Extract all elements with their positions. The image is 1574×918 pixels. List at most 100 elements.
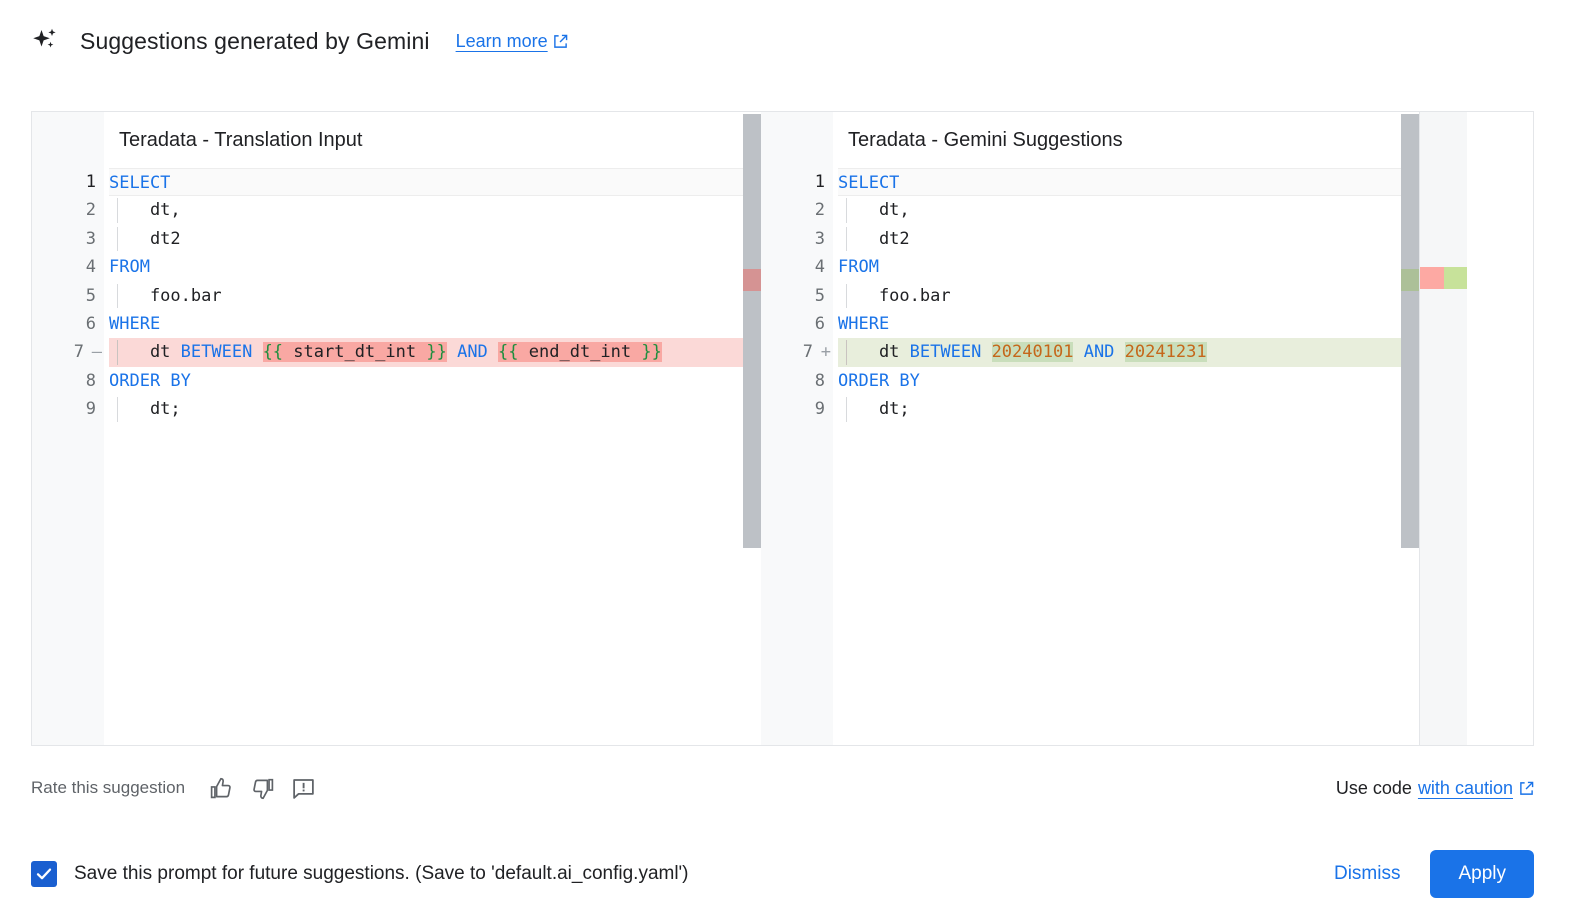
code-line: dt, [838, 196, 1467, 224]
code-token: }} [426, 342, 447, 363]
overview-marker-removed [1420, 267, 1444, 289]
code-line: foo.bar [109, 282, 761, 310]
line-number: 3 [32, 225, 104, 253]
code-token [1114, 342, 1124, 362]
line-number: 7+ [761, 338, 833, 366]
learn-more-link[interactable]: Learn more [456, 31, 568, 52]
code-line: dt2 [838, 225, 1467, 253]
sparkle-icon [30, 26, 80, 56]
footer-bar: Save this prompt for future suggestions.… [31, 846, 1534, 902]
code-line: FROM [109, 253, 761, 281]
code-area-right[interactable]: Teradata - Gemini Suggestions SELECT dt,… [833, 112, 1467, 745]
code-line: FROM [838, 253, 1467, 281]
code-line: dt BETWEEN 20240101 AND 20241231 [838, 338, 1467, 367]
thumb-down-icon[interactable] [250, 776, 275, 801]
line-number: 4 [761, 253, 833, 281]
code-token: dt [838, 342, 910, 363]
diff-added-marker: + [820, 342, 831, 363]
code-token: WHERE [109, 313, 161, 334]
vertical-scrollbar-left[interactable] [743, 112, 761, 745]
learn-more-label: Learn more [455, 30, 548, 51]
dismiss-button[interactable]: Dismiss [1314, 852, 1421, 896]
code-line: dt2 [109, 225, 761, 253]
line-number: 7— [32, 338, 104, 366]
code-line: WHERE [109, 310, 761, 338]
save-prompt-checkbox[interactable] [31, 861, 57, 887]
code-token: ORDER BY [109, 370, 191, 391]
line-number: 3 [761, 225, 833, 253]
with-caution-link[interactable]: with caution [1418, 778, 1534, 799]
line-number-value: 9 [85, 399, 96, 420]
line-number-value: 9 [814, 399, 825, 420]
line-number-value: 6 [814, 313, 825, 334]
pane-title-right: Teradata - Gemini Suggestions [833, 112, 1467, 168]
code-token: SELECT [838, 173, 900, 193]
line-number-value: 5 [814, 285, 825, 306]
line-number: 4 [32, 253, 104, 281]
save-prompt-label: Save this prompt for future suggestions.… [74, 863, 689, 884]
pane-title-left: Teradata - Translation Input [104, 112, 761, 168]
code-token: WHERE [838, 313, 890, 334]
code-area-left[interactable]: Teradata - Translation Input SELECT dt, … [104, 112, 761, 745]
code-token: start_dt_int [283, 342, 427, 363]
feedback-icon[interactable] [291, 776, 316, 801]
code-token [1073, 342, 1083, 362]
code-token: {{ [498, 342, 519, 363]
scrollbar-diff-marker-left [743, 269, 761, 291]
line-number: 6 [761, 310, 833, 338]
line-number-value: 4 [814, 257, 825, 278]
code-token: foo.bar [109, 285, 222, 306]
code-line: dt BETWEEN {{ start_dt_int }} AND {{ end… [109, 338, 761, 367]
diff-viewer: 1 2 3 4 5 6 7— 8 9 Teradata - Translation Input … [31, 111, 1534, 746]
overview-marker-added [1444, 267, 1467, 289]
line-number: 1 [761, 168, 833, 196]
code-token [981, 342, 991, 362]
code-line: SELECT [109, 168, 761, 197]
rating-row: Rate this suggestion [31, 768, 1534, 808]
code-line: WHERE [838, 310, 1467, 338]
code-token: 20241231 [1124, 342, 1207, 363]
external-link-icon [1519, 781, 1534, 796]
code-token: AND [457, 342, 488, 363]
line-number-value: 6 [85, 313, 96, 334]
page-title: Suggestions generated by Gemini [80, 27, 430, 54]
thumb-up-icon[interactable] [209, 776, 234, 801]
rate-label: Rate this suggestion [31, 778, 186, 797]
line-number-value: 1 [85, 172, 96, 192]
code-token: AND [1083, 342, 1115, 363]
code-line: dt; [838, 395, 1467, 423]
line-number-value: 3 [814, 228, 825, 249]
diff-removed-marker: — [91, 342, 102, 363]
line-number: 5 [761, 282, 833, 310]
diff-overview-ruler[interactable] [1419, 112, 1467, 745]
line-number: 2 [32, 196, 104, 224]
line-number-value: 3 [85, 228, 96, 249]
line-number: 9 [32, 395, 104, 423]
code-token: dt; [838, 399, 910, 420]
code-token: dt2 [109, 228, 181, 249]
line-number-value: 4 [85, 257, 96, 278]
line-number-value: 8 [85, 370, 96, 391]
code-token: dt; [109, 399, 181, 420]
code-token: SELECT [109, 173, 171, 193]
code-line: dt; [109, 395, 761, 423]
scrollbar-thumb-left[interactable] [743, 114, 761, 548]
vertical-scrollbar-right[interactable] [1401, 112, 1419, 745]
code-line: dt, [109, 196, 761, 224]
code-token: ORDER BY [838, 370, 920, 391]
code-token: FROM [838, 257, 879, 278]
code-token: FROM [109, 257, 150, 278]
code-token: dt [109, 342, 181, 363]
line-number: 9 [761, 395, 833, 423]
apply-button[interactable]: Apply [1430, 850, 1534, 898]
code-token: {{ [262, 342, 284, 363]
scrollbar-thumb-right[interactable] [1401, 114, 1419, 548]
